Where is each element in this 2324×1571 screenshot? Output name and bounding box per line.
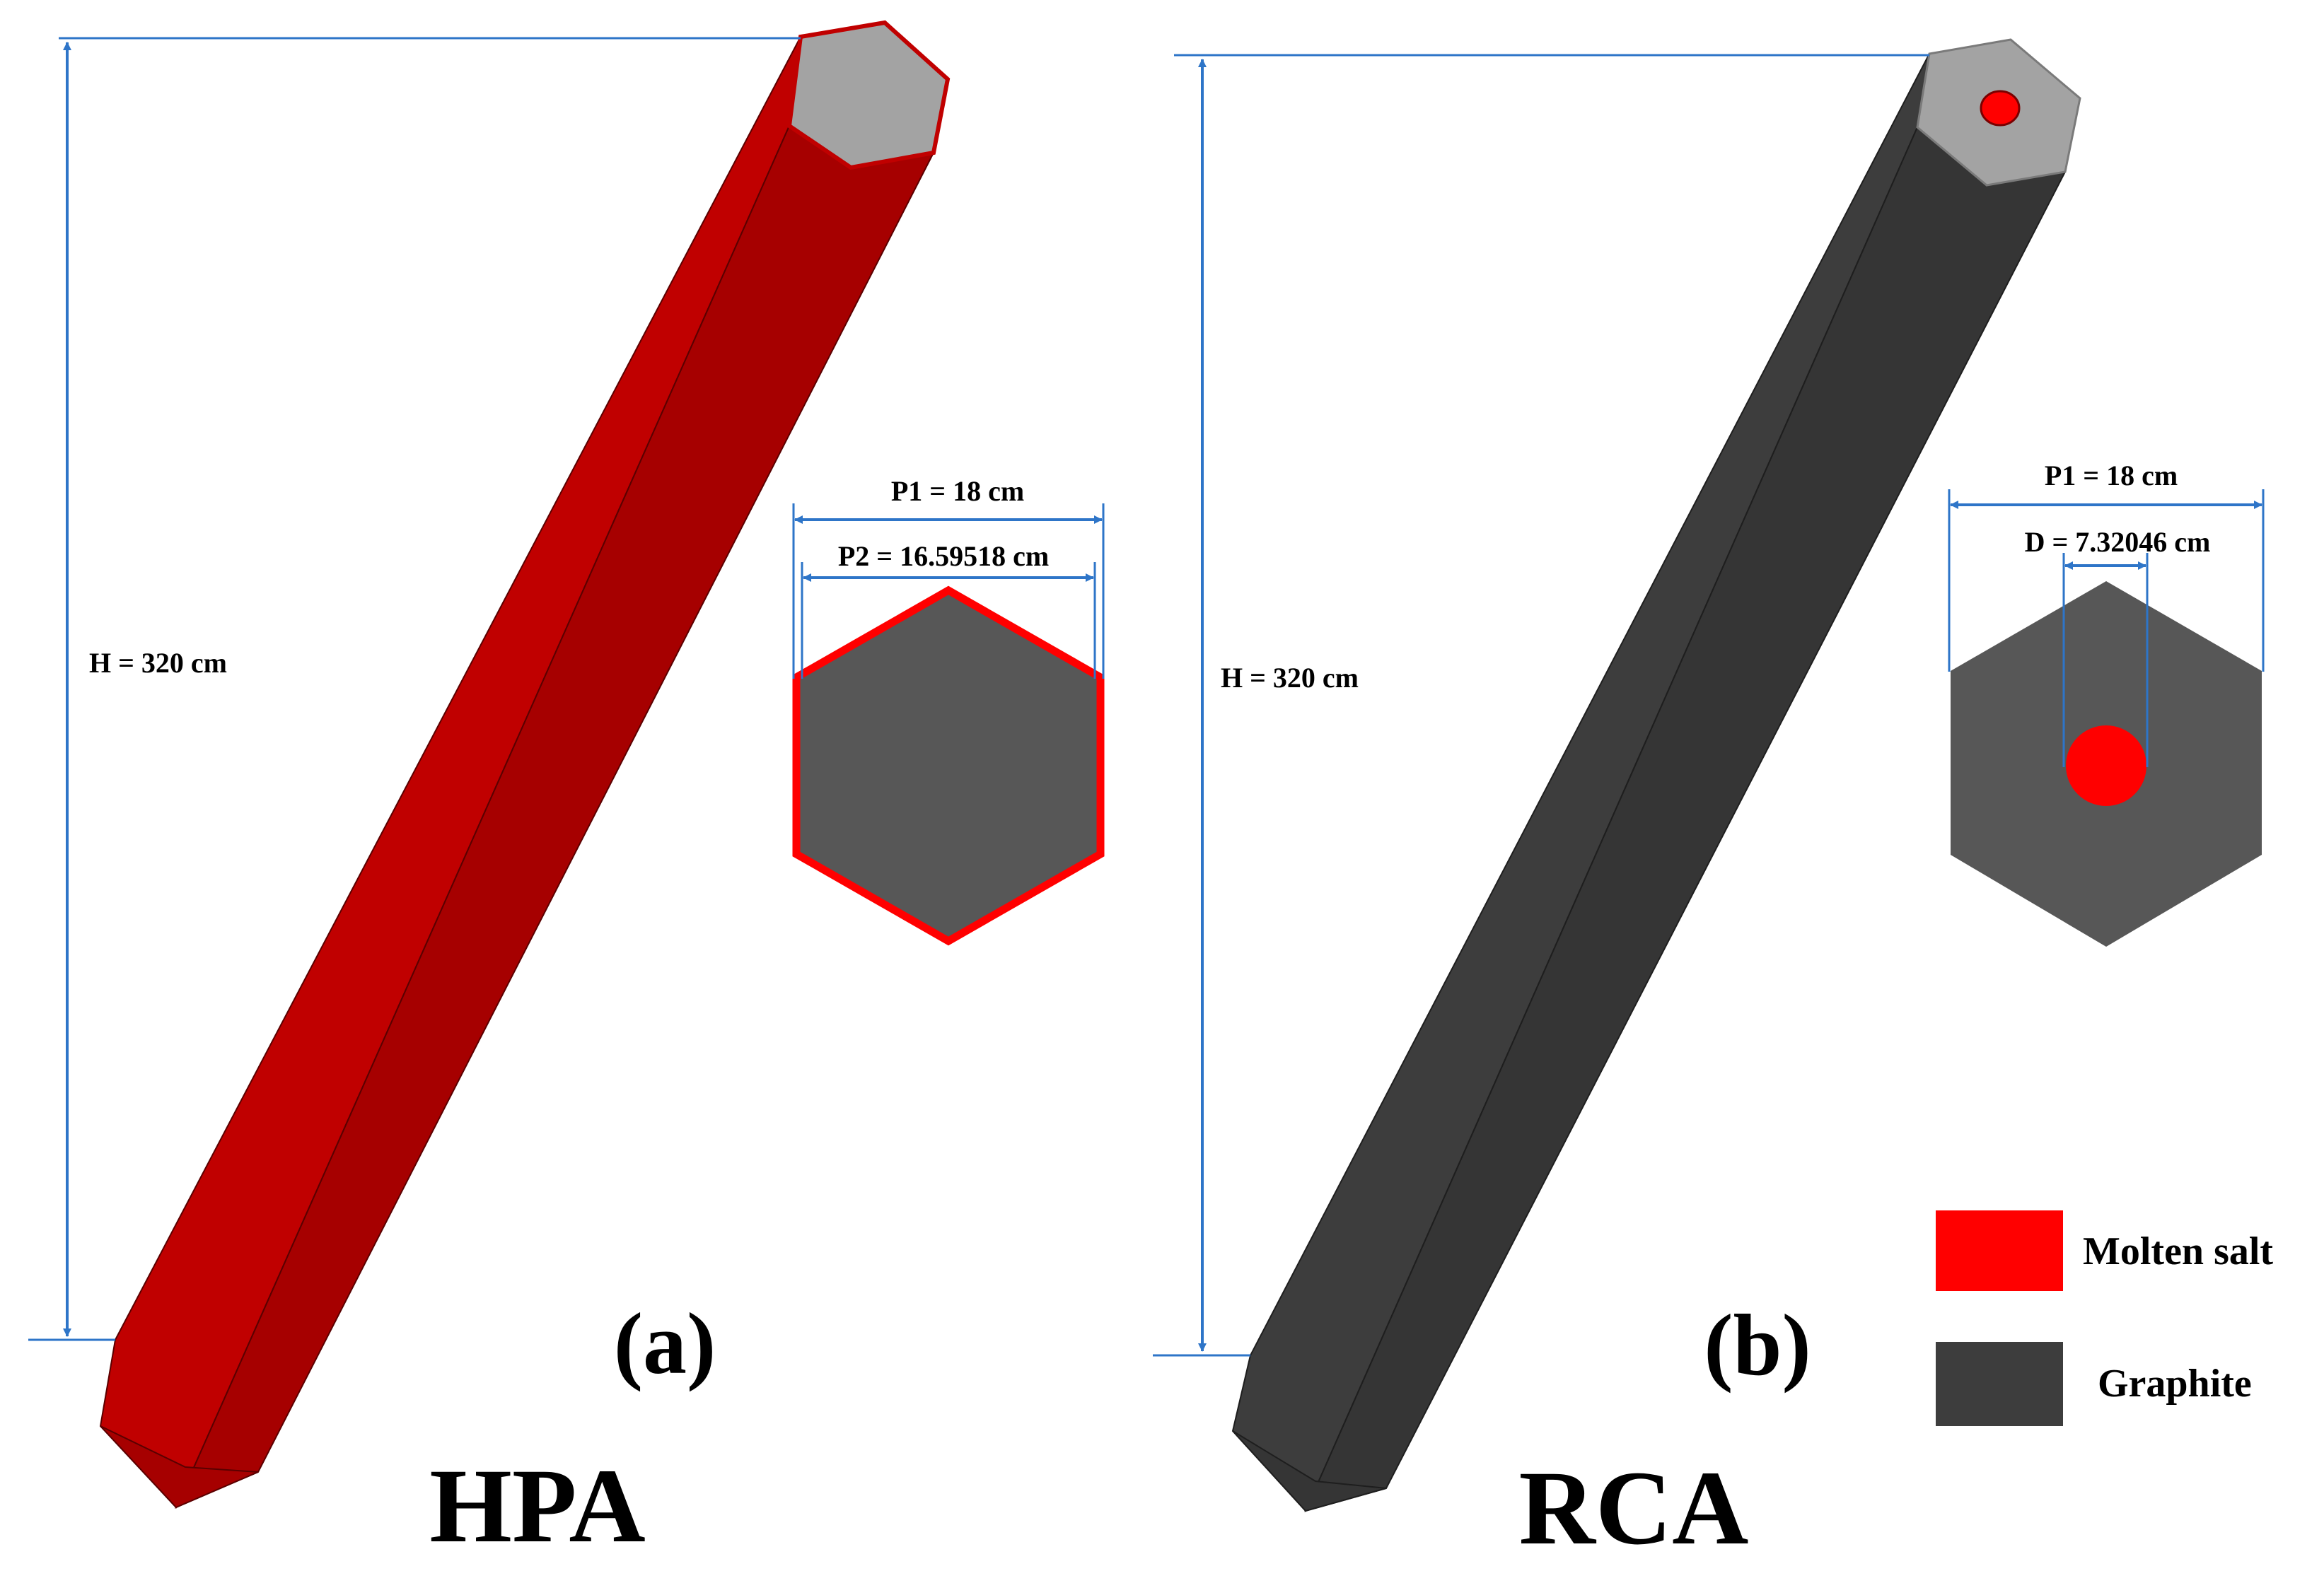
- rca-prism-left-face: [1231, 53, 1930, 1512]
- legend-swatch-graphite: [1936, 1342, 2063, 1426]
- hpa-prism-bottom-face: [100, 1425, 259, 1509]
- hpa-p1-label: P1 = 18 cm: [891, 475, 1024, 507]
- panel-a-name: HPA: [429, 1447, 646, 1565]
- legend-label-molten-salt: Molten salt: [2083, 1230, 2273, 1273]
- hpa-top-cap: [786, 20, 951, 170]
- rca-salt-channel: [2066, 725, 2146, 806]
- hpa-cross-section: [792, 585, 1105, 946]
- panel-a: H = 320 cm P1 = 18 cm P2 = 16.59518 cm (…: [28, 20, 1105, 1565]
- legend: Molten salt Graphite: [1936, 1210, 2273, 1426]
- panel-b: H = 320 cm P1 = 18 cm D = 7.32046 cm (b)…: [1153, 38, 2273, 1567]
- legend-swatch-molten-salt: [1936, 1210, 2063, 1291]
- rca-p1-label: P1 = 18 cm: [2045, 460, 2178, 491]
- rca-top-salt-hole: [1980, 90, 2021, 127]
- panel-b-name: RCA: [1519, 1449, 1749, 1567]
- hpa-p2-label: P2 = 16.59518 cm: [838, 540, 1049, 572]
- rca-height-label: H = 320 cm: [1221, 662, 1359, 694]
- rca-prism-bottom-face: [1232, 1430, 1387, 1512]
- rca-d-label: D = 7.32046 cm: [2025, 526, 2211, 558]
- panel-a-tag: (a): [614, 1295, 716, 1392]
- hpa-height-label: H = 320 cm: [89, 647, 227, 679]
- hpa-prism-left-face: [99, 36, 801, 1509]
- panel-b-tag: (b): [1704, 1297, 1811, 1394]
- legend-label-graphite: Graphite: [2098, 1362, 2252, 1406]
